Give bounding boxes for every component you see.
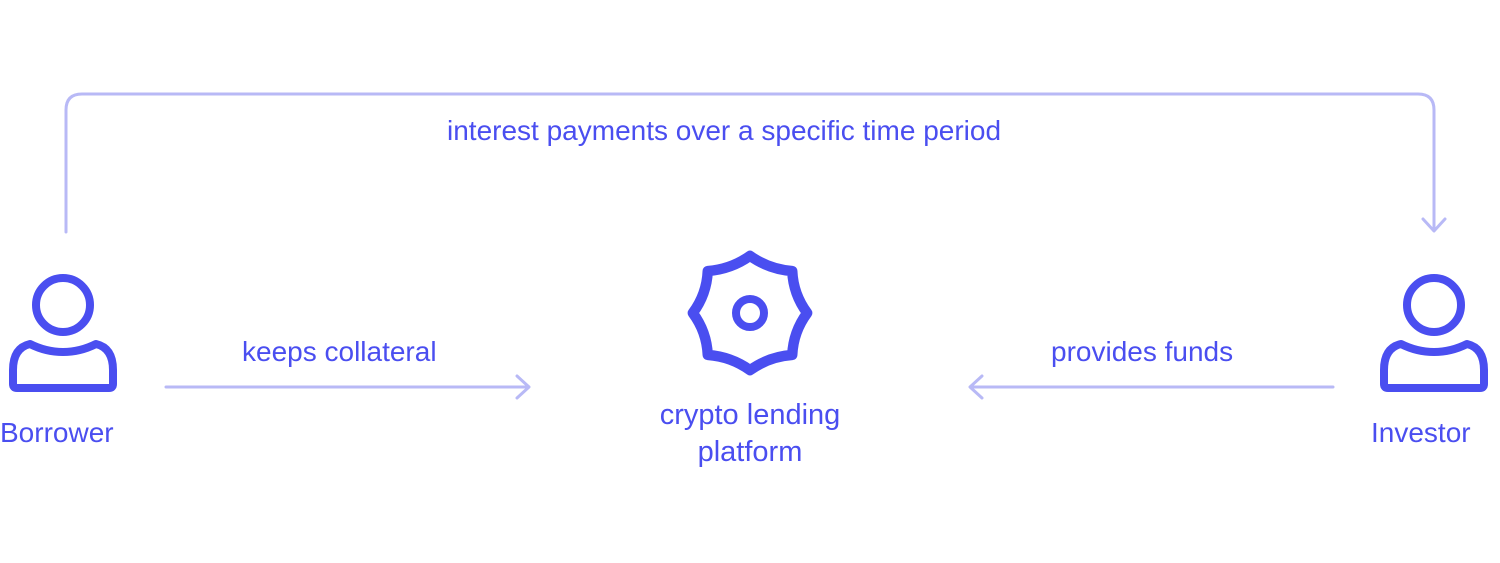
platform-label: crypto lending platform [600,397,900,471]
keeps-collateral-label: keeps collateral [242,336,437,367]
interest-payments-label: interest payments over a specific time p… [447,115,1002,146]
borrower-label: Borrower [0,417,114,448]
investor-person-icon [1380,274,1488,392]
platform-gear-icon [687,250,813,376]
provides-funds-label: provides funds [1051,336,1234,367]
funds-arrowhead [968,374,984,400]
platform-label-line1: crypto lending [659,399,841,431]
interest-payments-arrowhead [1421,217,1447,233]
borrower-person-icon [9,274,117,392]
platform-label-line2: platform [697,436,803,468]
collateral-arrowhead [515,374,531,400]
investor-label: Investor [1371,417,1471,448]
interest-payments-arrow [64,92,1436,234]
